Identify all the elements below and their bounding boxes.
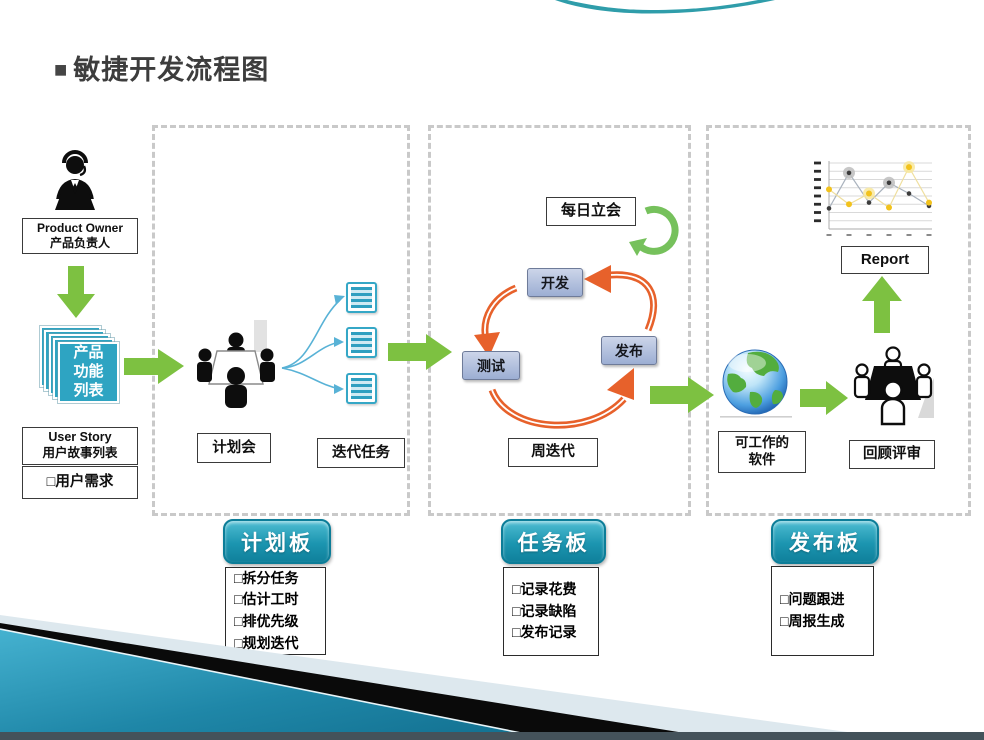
doc-lines <box>351 332 372 353</box>
checklist-item: □记录缺陷 <box>512 602 577 619</box>
planning-meeting-icon <box>197 320 275 408</box>
task-doc-icon <box>346 327 377 358</box>
product-owner-cn: 产品负责人 <box>49 236 110 250</box>
backlog-card-front: 产品 功能 列表 <box>58 342 119 403</box>
board-title: 任务板 <box>517 531 590 555</box>
working-software-line1: 可工作的 <box>735 435 789 451</box>
checklist-item: □发布记录 <box>512 624 577 641</box>
release-node: 发布 <box>601 336 657 365</box>
arrow-owner-to-backlog <box>57 266 95 318</box>
board-title: 发布板 <box>789 531 861 555</box>
board-checklist-release: □问题跟进 □周报生成 <box>771 566 874 656</box>
iteration-tasks-label: 迭代任务 <box>317 438 405 468</box>
develop-node: 开发 <box>527 268 583 297</box>
weekly-iteration-label: 周迭代 <box>508 438 598 467</box>
user-requirement-label: □用户需求 <box>22 466 138 499</box>
working-software-line2: 软件 <box>748 452 776 467</box>
checklist-item: □问题跟进 <box>780 591 845 608</box>
user-requirement-text: □用户需求 <box>46 474 114 491</box>
board-button-task: 任务板 <box>501 519 606 564</box>
checklist-item: □记录花费 <box>512 580 577 597</box>
daily-standup-label: 每日立会 <box>546 197 636 226</box>
backlog-line: 列表 <box>73 381 104 399</box>
report-text: Report <box>860 250 910 268</box>
iteration-tasks-text: 迭代任务 <box>332 444 390 461</box>
develop-text: 开发 <box>541 274 569 291</box>
report-chart <box>812 157 934 245</box>
report-chart-svg <box>814 161 932 236</box>
board-checklist-planning: □拆分任务 □估计工时 □排优先级 □规划迭代 <box>225 567 326 655</box>
checklist-item: □周报生成 <box>780 613 845 629</box>
checklist-item: □排优先级 <box>234 613 299 629</box>
footer-decoration <box>0 615 984 740</box>
test-text: 测试 <box>477 357 505 374</box>
doc-lines <box>351 287 372 308</box>
board-title: 计划板 <box>241 531 313 555</box>
top-swoosh-decoration <box>555 0 775 14</box>
review-meeting-icon <box>853 346 934 426</box>
task-doc-icon <box>346 282 377 313</box>
user-story-cn: 用户故事列表 <box>42 446 118 460</box>
weekly-iteration-text: 周迭代 <box>531 444 575 461</box>
daily-standup-text: 每日立会 <box>560 202 621 220</box>
board-button-release: 发布板 <box>771 519 879 564</box>
working-software-label: 可工作的 软件 <box>718 431 806 473</box>
board-checklist-task: □记录花费 □记录缺陷 □发布记录 <box>503 567 599 656</box>
release-text: 发布 <box>615 342 643 359</box>
user-story-label: User Story 用户故事列表 <box>22 427 138 465</box>
title-text: 敏捷开发流程图 <box>73 55 270 85</box>
page-title: ■敏捷开发流程图 <box>54 48 269 87</box>
report-label: Report <box>841 246 929 274</box>
board-button-planning: 计划板 <box>223 519 331 564</box>
checklist-item: □拆分任务 <box>234 569 299 586</box>
backlog-line: 产品 <box>73 344 104 362</box>
planning-meeting-text: 计划会 <box>212 439 256 456</box>
checklist-item: □规划迭代 <box>234 634 299 651</box>
review-label: 回顾评审 <box>849 440 935 469</box>
doc-lines <box>351 378 372 399</box>
backlog-line: 功能 <box>73 363 104 381</box>
product-owner-icon <box>54 150 96 210</box>
review-text: 回顾评审 <box>863 446 921 463</box>
product-owner-en: Product Owner <box>36 221 123 235</box>
test-node: 测试 <box>462 351 520 380</box>
title-bullet-icon: ■ <box>54 57 69 82</box>
product-owner-label: Product Owner 产品负责人 <box>22 218 138 254</box>
checklist-item: □估计工时 <box>234 591 299 608</box>
globe-icon <box>720 349 792 418</box>
task-doc-icon <box>346 373 377 404</box>
user-story-en: User Story <box>48 430 112 445</box>
planning-meeting-label: 计划会 <box>197 433 271 463</box>
